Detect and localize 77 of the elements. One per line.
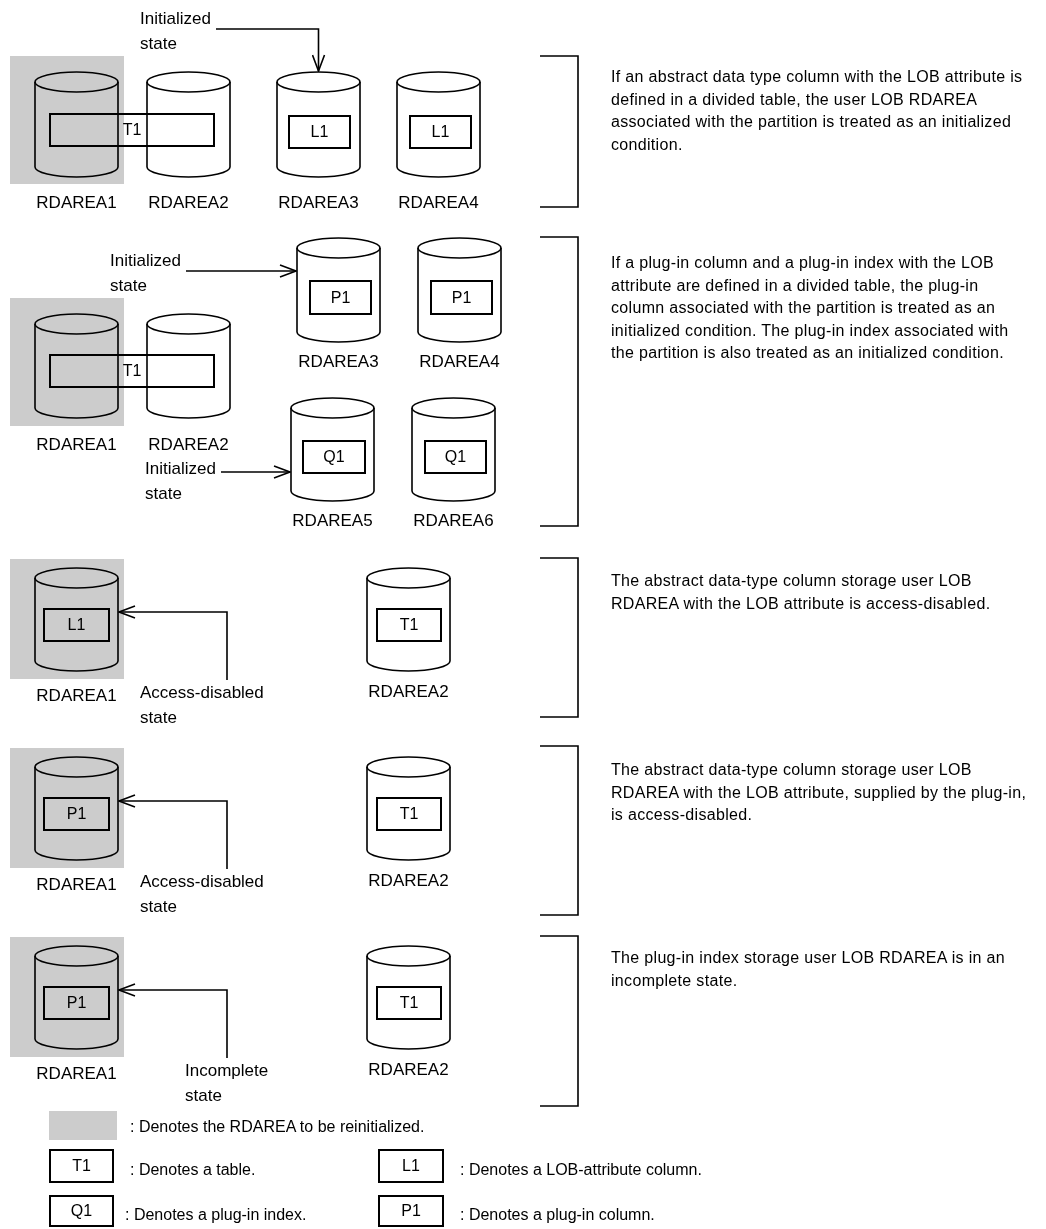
data-box: L1 <box>43 608 110 642</box>
description-text: The abstract data-type column storage user LOB RDAREA with the LOB attribute, supplied by the plug-in, is access-disabled. <box>611 760 1028 825</box>
legend-sample-box: P1 <box>378 1195 444 1227</box>
database-cylinder <box>417 237 502 343</box>
database-cylinder <box>34 567 119 672</box>
database-cylinder <box>34 313 119 419</box>
area-name-label: RDAREA2 <box>368 682 449 702</box>
data-box: T1 <box>376 608 442 642</box>
legend-sample-box: T1 <box>49 1149 114 1183</box>
state-label: Initialized state <box>140 6 216 56</box>
description-text: If an abstract data type column with the LOB attribute is defined in a divided table, the user LOB RDAREA associated with the partition is treated as an initialized condition. <box>611 67 1024 155</box>
reinitialize-highlight <box>10 56 124 184</box>
legend-text: : Denotes a LOB-attribute column. <box>460 1160 702 1180</box>
arrow <box>118 983 228 1059</box>
data-box: Q1 <box>424 440 487 474</box>
area-name-label: RDAREA6 <box>413 511 494 531</box>
data-box: L1 <box>288 115 351 149</box>
database-cylinder <box>290 397 375 502</box>
arrow <box>220 465 291 479</box>
data-box: T1 <box>376 986 442 1020</box>
state-label: Initialized state <box>145 456 221 506</box>
area-name-label: RDAREA2 <box>148 193 229 213</box>
state-label: Initialized state <box>110 248 186 298</box>
state-label: Access-disabled state <box>140 869 268 919</box>
legend-sample-box: Q1 <box>49 1195 114 1227</box>
area-name-label: RDAREA5 <box>292 511 373 531</box>
data-box: T1 <box>49 113 215 147</box>
reinitialize-highlight <box>10 937 124 1057</box>
area-name-label: RDAREA4 <box>398 193 479 213</box>
database-cylinder <box>366 945 451 1050</box>
database-cylinder <box>34 71 119 178</box>
data-box: P1 <box>309 280 372 315</box>
area-name-label: RDAREA3 <box>298 352 379 372</box>
arrow <box>118 794 228 870</box>
area-name-label: RDAREA2 <box>368 871 449 891</box>
database-cylinder <box>146 71 231 178</box>
arrow <box>185 264 297 278</box>
legend-text: : Denotes the RDAREA to be reinitialized. <box>130 1117 425 1137</box>
legend-text: : Denotes a plug-in column. <box>460 1205 655 1225</box>
arrow <box>118 605 228 681</box>
data-box: P1 <box>43 797 110 831</box>
area-name-label: RDAREA1 <box>36 193 117 213</box>
data-box: L1 <box>409 115 472 149</box>
reinitialize-highlight <box>10 748 124 868</box>
data-box: Q1 <box>302 440 366 474</box>
reinitialize-highlight <box>10 298 124 426</box>
area-name-label: RDAREA3 <box>278 193 359 213</box>
database-cylinder <box>411 397 496 502</box>
database-cylinder <box>366 567 451 672</box>
reinitialize-highlight <box>10 559 124 679</box>
database-cylinder <box>396 71 481 178</box>
database-cylinder <box>34 945 119 1050</box>
area-name-label: RDAREA1 <box>36 875 117 895</box>
legend-sample-box: L1 <box>378 1149 444 1183</box>
description-text: If a plug-in column and a plug-in index with the LOB attribute are defined in a divided table, the plug-in column associated with the partition is treated as an initialized condition. The plug-in index associated with the partition is also treated as an initialized condition. <box>611 253 1010 363</box>
database-cylinder <box>34 756 119 861</box>
area-name-label: RDAREA2 <box>148 435 229 455</box>
data-box: P1 <box>430 280 493 315</box>
legend-text: : Denotes a plug-in index. <box>125 1205 307 1225</box>
data-box: T1 <box>49 354 215 388</box>
area-name-label: RDAREA1 <box>36 686 117 706</box>
database-cylinder <box>276 71 361 178</box>
arrow <box>215 28 326 72</box>
data-box: T1 <box>376 797 442 831</box>
description-text: The abstract data-type column storage user LOB RDAREA with the LOB attribute is access-disabled. <box>611 571 992 614</box>
area-name-label: RDAREA4 <box>419 352 500 372</box>
area-name-label: RDAREA1 <box>36 435 117 455</box>
state-label: Access-disabled state <box>140 680 268 730</box>
database-cylinder <box>146 313 231 419</box>
area-name-label: RDAREA1 <box>36 1064 117 1084</box>
state-label: Incomplete state <box>185 1058 273 1108</box>
data-box: P1 <box>43 986 110 1020</box>
area-name-label: RDAREA2 <box>368 1060 449 1080</box>
database-cylinder <box>296 237 381 343</box>
database-cylinder <box>366 756 451 861</box>
description-text: The plug-in index storage user LOB RDAREA is in an incomplete state. <box>611 948 1006 991</box>
legend-text: : Denotes a table. <box>130 1160 256 1180</box>
